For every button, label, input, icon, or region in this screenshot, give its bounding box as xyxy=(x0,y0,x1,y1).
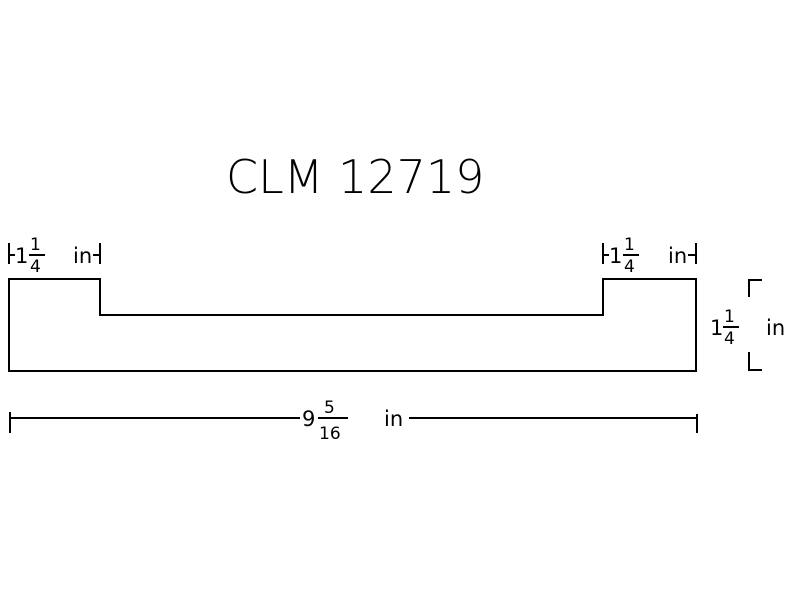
drawing-title: CLM 12719 xyxy=(226,150,484,204)
dim-numerator: 1 xyxy=(30,235,41,255)
dim-denominator: 4 xyxy=(724,329,735,349)
left-flange-dimension: 1 1 4 in xyxy=(8,235,101,277)
dim-numerator: 1 xyxy=(624,235,635,255)
height-dimension: 1 1 4 in xyxy=(710,279,785,371)
dim-denominator: 16 xyxy=(319,424,341,444)
dim-numerator: 1 xyxy=(724,307,735,327)
dim-whole: 1 xyxy=(15,244,28,268)
dim-unit: in xyxy=(766,316,785,340)
profile-outline xyxy=(8,278,697,372)
dim-whole: 9 xyxy=(302,407,315,431)
dim-denominator: 4 xyxy=(624,257,635,277)
overall-width-dimension: 9 5 16 in xyxy=(9,398,698,444)
dim-unit: in xyxy=(668,244,687,268)
dim-whole: 1 xyxy=(710,316,723,340)
dim-denominator: 4 xyxy=(30,257,41,277)
dim-whole: 1 xyxy=(609,244,622,268)
dim-numerator: 5 xyxy=(324,398,335,418)
dim-unit: in xyxy=(73,244,92,268)
right-flange-dimension: 1 1 4 in xyxy=(602,235,697,277)
dim-unit: in xyxy=(384,407,403,431)
